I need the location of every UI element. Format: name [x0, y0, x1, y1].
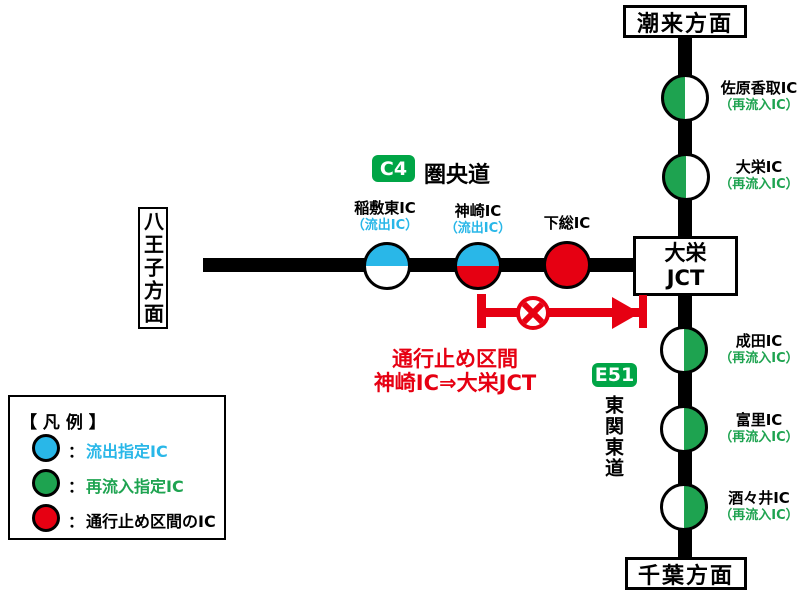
ic-circle-daiei [662, 153, 710, 201]
ic-sub-label: （再流入IC） [719, 351, 799, 366]
ic-name: 神崎IC [454, 202, 502, 220]
ic-name: 成田IC [735, 332, 783, 350]
legend-dot-outflow [32, 434, 60, 462]
ic-label-inashikihigashi: 稲敷東IC （流出IC） [325, 199, 445, 235]
closure-arrow-end-bar [639, 295, 647, 328]
route-name-higashikanto: 東関東道 [602, 395, 624, 479]
direction-box-hachioji: 八王子方面 [138, 207, 168, 329]
ic-name: 大栄IC [735, 158, 783, 176]
ic-label-shimofusa: 下総IC [507, 214, 627, 232]
ic-name: 酒々井IC [728, 489, 790, 507]
legend-colon: ： [68, 477, 85, 496]
legend-title: 【 凡 例 】 [20, 413, 106, 433]
route-badge-e51: E51 [592, 363, 637, 387]
ic-circle-sawarakatori [661, 74, 709, 122]
direction-box-itako: 潮来方面 [623, 5, 747, 38]
ic-label-narita: 成田IC （再流入IC） [713, 332, 800, 368]
legend-colon: ： [68, 442, 85, 461]
direction-box-chiba: 千葉方面 [625, 557, 747, 590]
legend-dot-closed [32, 504, 60, 532]
ic-circle-tomisato [660, 405, 708, 453]
kenodo-road-line [203, 258, 640, 272]
ic-circle-inashikihigashi [363, 242, 411, 290]
ic-circle-narita [660, 326, 708, 374]
closure-caption-line2: 神崎IC⇒大栄JCT [373, 371, 537, 395]
ic-name: 下総IC [543, 214, 591, 232]
jct-name-line2: JCT [666, 266, 705, 290]
legend-label-outflow: 流出指定IC [86, 442, 168, 461]
ic-sub-label: （再流入IC） [719, 508, 799, 523]
ic-label-tomisato: 富里IC （再流入IC） [713, 411, 800, 447]
ic-sub-label: （再流入IC） [719, 177, 799, 192]
ic-circle-kozaki [454, 242, 502, 290]
no-entry-icon [516, 296, 550, 330]
legend-label-closed: 通行止め区間のIC [86, 512, 216, 531]
closure-caption-line1: 通行止め区間 [392, 347, 518, 371]
legend-label-reentry: 再流入指定IC [86, 477, 184, 496]
daiei-jct-box: 大栄 JCT [633, 236, 738, 296]
route-badge-c4: C4 [372, 155, 415, 182]
ic-circle-shimofusa [543, 241, 591, 289]
legend-colon: ： [68, 512, 85, 531]
route-name-kenodo: 圏央道 [424, 163, 491, 188]
ic-sub-label: （流出IC） [351, 218, 419, 233]
closure-caption: 通行止め区間 神崎IC⇒大栄JCT [330, 347, 580, 395]
closure-arrow-shaft [481, 308, 641, 317]
ic-label-sawarakatori: 佐原香取IC （再流入IC） [713, 79, 800, 115]
ic-name: 稲敷東IC [354, 199, 416, 217]
legend-box: 【 凡 例 】 ： 流出指定IC ： 再流入指定IC ： 通行止め区間のIC [8, 395, 226, 540]
ic-sub-label: （再流入IC） [719, 98, 799, 113]
ic-label-daiei: 大栄IC （再流入IC） [713, 158, 800, 194]
jct-name-line1: 大栄 [664, 241, 707, 265]
ic-sub-label: （流出IC） [444, 221, 512, 236]
closure-arrow-head [612, 297, 640, 329]
ic-label-shisui: 酒々井IC （再流入IC） [713, 489, 800, 525]
legend-dot-reentry [32, 469, 60, 497]
ic-name: 富里IC [735, 411, 783, 429]
ic-label-kozaki: 神崎IC （流出IC） [418, 202, 538, 238]
ic-circle-shisui [660, 483, 708, 531]
higashikanto-road-line-north [678, 37, 692, 237]
ic-name: 佐原香取IC [720, 79, 798, 97]
ic-sub-label: （再流入IC） [719, 430, 799, 445]
